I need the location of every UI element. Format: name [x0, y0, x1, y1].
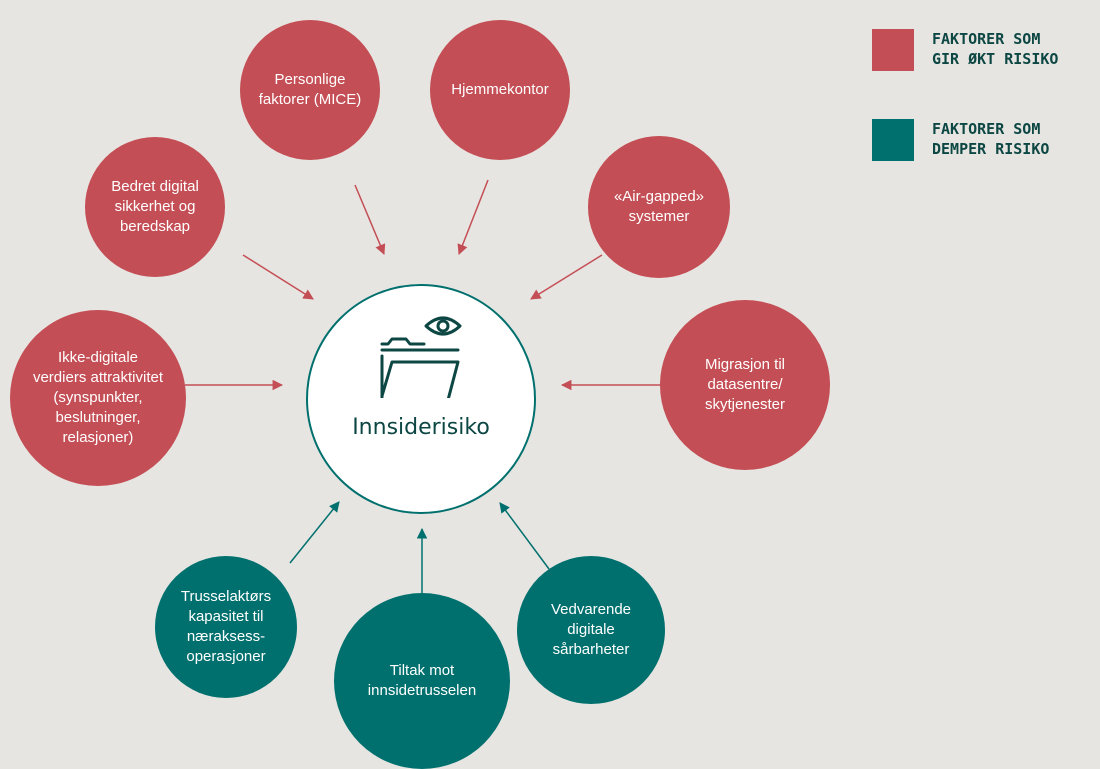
factor-air-gapped-systemer: «Air-gapped» systemer	[588, 136, 730, 278]
arrow-personlige	[354, 184, 386, 255]
factor-label: Tiltak mot innsidetrusselen	[367, 662, 477, 699]
center-title: Innsiderisiko	[352, 415, 490, 440]
legend-label-increase: FAKTORER SOM GIR ØKT RISIKO	[932, 30, 1059, 68]
folder-eye-icon	[380, 316, 462, 398]
legend-swatch-increase	[872, 29, 914, 71]
center-node: Innsiderisiko	[306, 284, 536, 514]
arrow-hjemmekontor	[457, 179, 489, 255]
factor-vedvarende-sarbarheter: Vedvarende digitale sårbarheter	[517, 556, 665, 704]
arrow-vedvarende	[499, 502, 550, 570]
factor-label: Personlige faktorer (MICE)	[258, 71, 362, 108]
legend-label-decrease: FAKTORER SOM DEMPER RISIKO	[932, 120, 1050, 158]
factor-ikke-digitale-verdier: Ikke-digitale verdiers attraktivitet (sy…	[10, 310, 186, 486]
factor-label: Bedret digital sikkerhet og beredskap	[111, 178, 199, 235]
factor-label: «Air-gapped» systemer	[613, 188, 705, 225]
arrow-airgapped	[530, 254, 603, 300]
factor-tiltak-innsidetrusselen: Tiltak mot innsidetrusselen	[334, 593, 510, 769]
factor-label: Vedvarende digitale sårbarheter	[550, 601, 632, 658]
factor-personlige-faktorer: Personlige faktorer (MICE)	[240, 20, 380, 160]
factor-label: Trusselaktørs kapasitet til næraksess- o…	[180, 588, 272, 665]
factor-label: Hjemmekontor	[451, 81, 549, 98]
factor-label: Ikke-digitale verdiers attraktivitet (sy…	[32, 349, 164, 446]
arrow-trusselaktor	[289, 501, 340, 564]
legend-swatch-decrease	[872, 119, 914, 161]
arrow-bedret	[242, 254, 314, 300]
factor-hjemmekontor: Hjemmekontor	[430, 20, 570, 160]
factor-bedret-digital-sikkerhet: Bedret digital sikkerhet og beredskap	[85, 137, 225, 277]
factor-label: Migrasjon til datasentre/ skytjenester	[704, 356, 786, 413]
factor-trusselaktor-kapasitet: Trusselaktørs kapasitet til næraksess- o…	[155, 556, 297, 698]
factor-migrasjon-datasentre: Migrasjon til datasentre/ skytjenester	[660, 300, 830, 470]
